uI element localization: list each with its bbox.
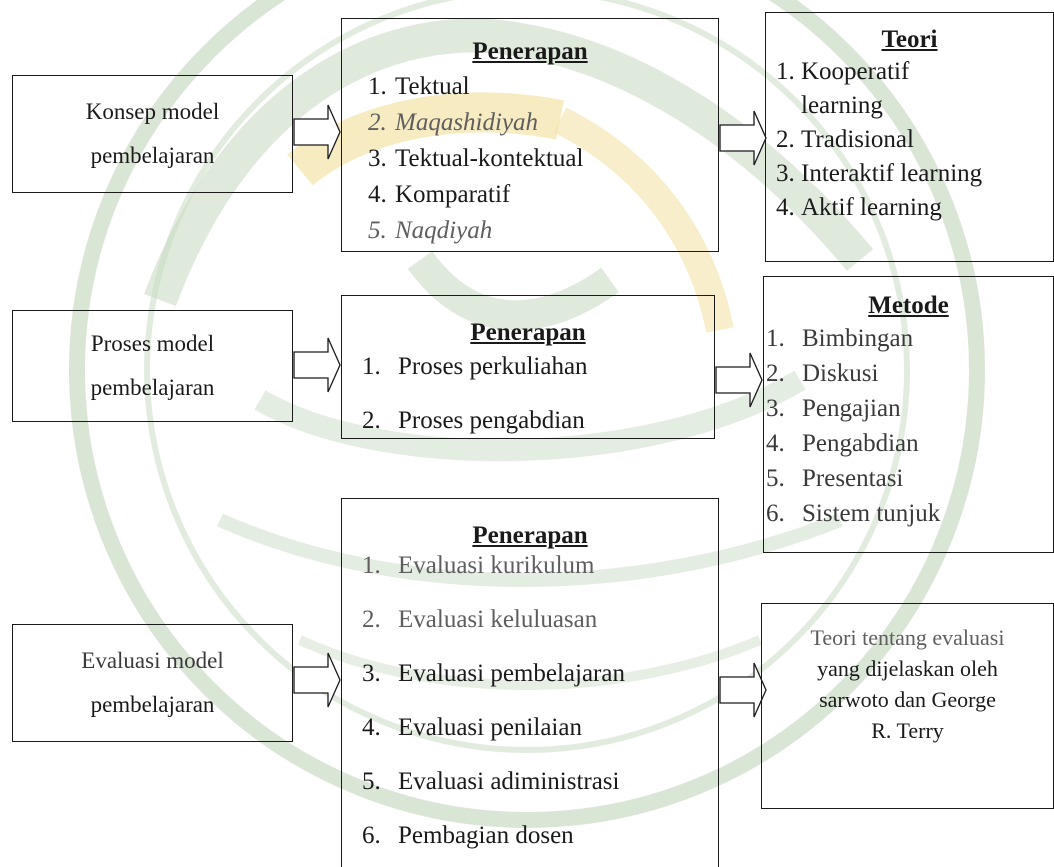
teori-list: 1.Kooperatif learning 2.Tradisional 3.In… (776, 55, 1053, 225)
penerapan-list: 1.Proses perkuliahan 2.Proses pengabdian (362, 340, 714, 448)
box-label-line: pembelajaran (90, 692, 215, 717)
arrow-right-icon (719, 110, 767, 166)
box-label-line: pembelajaran (90, 375, 215, 400)
list-item: 2.Maqashidiyah (368, 109, 539, 136)
box-label-line: Evaluasi model (81, 648, 224, 673)
evaluasi-model-box: Evaluasi model pembelajaran (12, 624, 293, 742)
teori-evaluasi-box: Teori tentang evaluasi yang dijelaskan o… (761, 603, 1054, 809)
box-heading: Penerapan (472, 522, 588, 549)
list-item: 4.Komparatif (368, 181, 511, 208)
list-item-continuation: learning (801, 92, 883, 119)
list-item: 5.Naqdiyah (368, 217, 493, 244)
list-item: 2.Diskusi (766, 360, 879, 387)
list-item: 1.Tektual (368, 73, 470, 100)
box-text-line: R. Terry (871, 718, 944, 743)
list-item: 6.Sistem tunjuk (766, 500, 941, 527)
arrow-right-icon (715, 352, 763, 408)
penerapan-list: 1.Evaluasi kurikulum 2.Evaluasi keluluas… (362, 539, 718, 863)
list-item: 3.Tektual-kontektual (368, 145, 584, 172)
metode-list: 1.Bimbingan 2.Diskusi 3.Pengajian 4.Peng… (766, 321, 1053, 531)
box-heading: Penerapan (470, 319, 586, 346)
list-item: 3.Pengajian (766, 395, 901, 422)
box-heading: Penerapan (472, 38, 588, 65)
list-item: 1.Evaluasi kurikulum (362, 552, 595, 579)
arrow-right-icon (293, 104, 341, 160)
list-item: 2.Evaluasi keluluasan (362, 606, 598, 633)
list-item: 2.Tradisional (776, 126, 914, 153)
list-item: 2.Proses pengabdian (362, 407, 585, 434)
box-label-line: Proses model (90, 331, 215, 356)
box-heading: Metode (868, 292, 949, 319)
konsep-model-box: Konsep model pembelajaran (12, 75, 293, 193)
metode-box: Metode 1.Bimbingan 2.Diskusi 3.Pengajian… (763, 276, 1054, 553)
arrow-right-icon (293, 652, 341, 708)
list-item: 1.Bimbingan (766, 325, 914, 352)
penerapan-list: 1.Tektual 2.Maqashidiyah 3.Tektual-konte… (368, 69, 718, 249)
list-item: 5.Presentasi (766, 465, 904, 492)
penerapan-proses-box: Penerapan 1.Proses perkuliahan 2.Proses … (341, 295, 715, 439)
list-item: 6.Pembagian dosen (362, 822, 574, 849)
list-item: 4.Evaluasi penilaian (362, 714, 582, 741)
list-item: 4.Pengabdian (766, 430, 919, 457)
teori-box: Teori 1.Kooperatif learning 2.Tradisiona… (765, 12, 1054, 262)
proses-model-box: Proses model pembelajaran (12, 310, 293, 422)
arrow-right-icon (719, 662, 767, 718)
box-heading: Teori (881, 26, 938, 53)
list-item: 1.Proses perkuliahan (362, 353, 588, 380)
box-text-line: sarwoto dan George (819, 687, 996, 712)
box-label-line: Konsep model (85, 99, 220, 124)
box-label-line: pembelajaran (90, 143, 215, 168)
box-text-line: Teori tentang evaluasi (810, 625, 1005, 650)
list-item: 5.Evaluasi adiministrasi (362, 768, 620, 795)
list-item: 4.Aktif learning (776, 194, 942, 221)
penerapan-evaluasi-box: Penerapan 1.Evaluasi kurikulum 2.Evaluas… (341, 498, 719, 867)
list-item: 1.Kooperatif (776, 58, 910, 85)
penerapan-konsep-box: Penerapan 1.Tektual 2.Maqashidiyah 3.Tek… (341, 18, 719, 252)
arrow-right-icon (293, 337, 341, 393)
list-item: 3.Evaluasi pembelajaran (362, 660, 625, 687)
box-text-line: yang dijelaskan oleh (817, 656, 998, 681)
list-item: 3.Interaktif learning (776, 160, 983, 187)
